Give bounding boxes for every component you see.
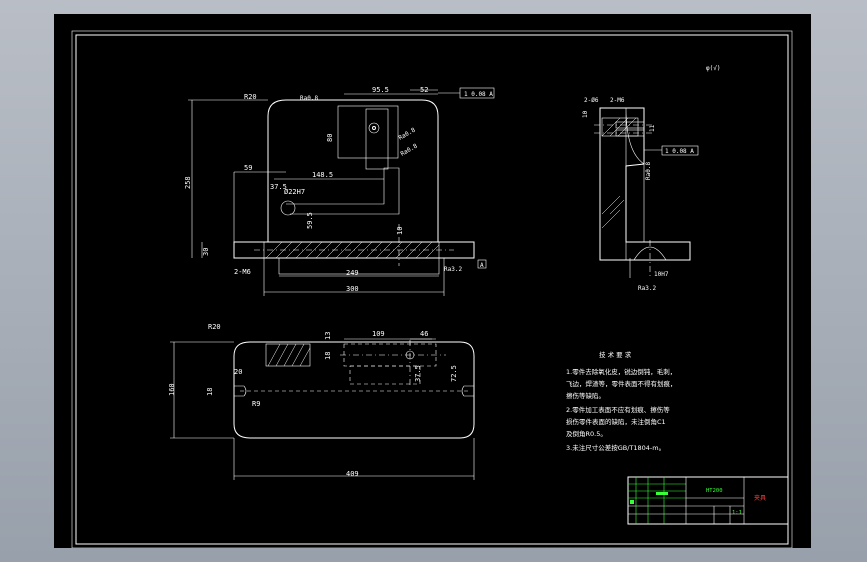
dim-59: 59 (244, 164, 252, 172)
top-hatch-block (265, 343, 311, 367)
side-tol-text: 1 0.08 A (665, 148, 694, 155)
side-bore-arc (633, 246, 667, 261)
side-d11: 11 (649, 124, 656, 132)
note-line-3: 擦伤等缺陷。 (566, 391, 605, 400)
note-line-2: 飞边，焊渣等，零件表面不得有划痕， (566, 379, 677, 388)
dim-37-5: 37.5 (270, 183, 287, 191)
front-slot-2 (365, 108, 389, 170)
sheet-border (71, 30, 793, 548)
side-outline (599, 107, 691, 261)
front-inner-slot (337, 105, 399, 159)
front-l-path (286, 167, 400, 215)
cad-drawing: φ(√) (71, 30, 793, 548)
top-d46: 46 (420, 330, 428, 338)
datum-a-box (477, 259, 487, 269)
side-h7: 10H7 (654, 271, 669, 278)
ra08-label: Ra0.8 (300, 95, 318, 102)
note-line-5: 损伤零件表面的缺陷，未注倒角C1 (566, 417, 666, 426)
outer-frame (75, 34, 789, 545)
roughness-note: φ(√) (706, 65, 720, 72)
note-line-1: 1.零件去除氧化皮，锐边倒钝，毛刺， (566, 367, 676, 376)
top-hatching (267, 343, 311, 367)
side-m6: 2-M6 (610, 97, 625, 104)
r20-label: R20 (244, 93, 257, 101)
dim-22h7: Ø22H7 (284, 188, 305, 196)
top-slot-left (234, 385, 247, 397)
notes-title: 技 术 要 求 (599, 350, 632, 359)
top-d20: 20 (234, 368, 242, 376)
dim-300: 300 (346, 285, 359, 293)
title-name: 夹具 (754, 494, 766, 502)
side-view: 2-Ø6 2-M6 10 11 1 0.08 A Ra0.8 10H7 Ra3.… (582, 97, 699, 292)
m6-front: 2-M6 (234, 268, 251, 276)
tol-front-text: 1 0.08 A (464, 91, 493, 98)
dim-148-5: 148.5 (312, 171, 333, 179)
title-ratio: 1:1 (732, 510, 742, 516)
title-block-frame (627, 476, 789, 525)
front-hole-upper-center (372, 126, 376, 130)
dim-258: 258 (184, 176, 192, 189)
tolerance-frame-side (661, 145, 699, 156)
top-d72-5: 72.5 (450, 365, 458, 382)
top-d409: 409 (346, 470, 359, 478)
top-d13: 13 (324, 332, 332, 340)
datum-a-front: A (480, 262, 484, 269)
note-line-6: 及倒角R0.5。 (566, 429, 607, 438)
dim-80: 80 (326, 134, 334, 142)
top-slot-right (461, 385, 474, 397)
top-outline (233, 341, 475, 439)
note-line-4: 2.零件加工表面不应有划痕、擦伤等 (566, 405, 670, 414)
top-d37-5: 37.5 (414, 365, 422, 382)
dim-95-5: 95.5 (372, 86, 389, 94)
front-hole-upper (368, 122, 380, 134)
top-r20: R20 (208, 323, 221, 331)
top-slot-2 (349, 365, 421, 385)
front-bottom-rail (278, 257, 440, 275)
side-ra32: Ra3.2 (638, 285, 656, 292)
ra32-front: Ra3.2 (444, 266, 462, 273)
side-profile-inner (600, 107, 691, 261)
ra-side1: Ra0.8 (398, 126, 417, 141)
front-view: R20 Ra0.8 95.5 52 1 0.08 A 80 258 59 148… (184, 86, 495, 296)
dim-249: 249 (346, 269, 359, 277)
dim-52: 52 (420, 86, 428, 94)
drawing-canvas: φ(√) (54, 14, 811, 548)
title-material: HT200 (706, 488, 723, 494)
note-line-7: 3.未注尺寸公差按GB/T1804-m。 (566, 443, 665, 452)
top-d160: 160 (168, 383, 176, 396)
front-upright-outline (267, 99, 439, 243)
dim-30: 30 (202, 248, 210, 256)
top-d18b: 18 (206, 388, 214, 396)
title-block: HT200 夹具 1:1 (627, 476, 789, 525)
side-ra: Ra0.8 (645, 162, 652, 180)
top-r9: R9 (252, 400, 260, 408)
dim-59-5: 59.5 (306, 212, 314, 229)
top-d18: 18 (324, 352, 332, 360)
dim-10: 10 (396, 227, 404, 235)
top-d109: 109 (372, 330, 385, 338)
side-phi6: 2-Ø6 (584, 97, 599, 104)
side-top-block (601, 117, 639, 137)
side-hatching (601, 117, 637, 229)
front-hole-22h7 (280, 200, 296, 216)
side-d10: 10 (582, 110, 589, 118)
technical-notes: 技 术 要 求 1.零件去除氧化皮，锐边倒钝，毛刺， 飞边，焊渣等，零件表面不得… (566, 350, 677, 452)
ra-side2: Ra0.8 (400, 142, 419, 157)
top-view: R20 109 46 13 18 20 160 37.5 72.5 18 R9 … (168, 323, 475, 480)
